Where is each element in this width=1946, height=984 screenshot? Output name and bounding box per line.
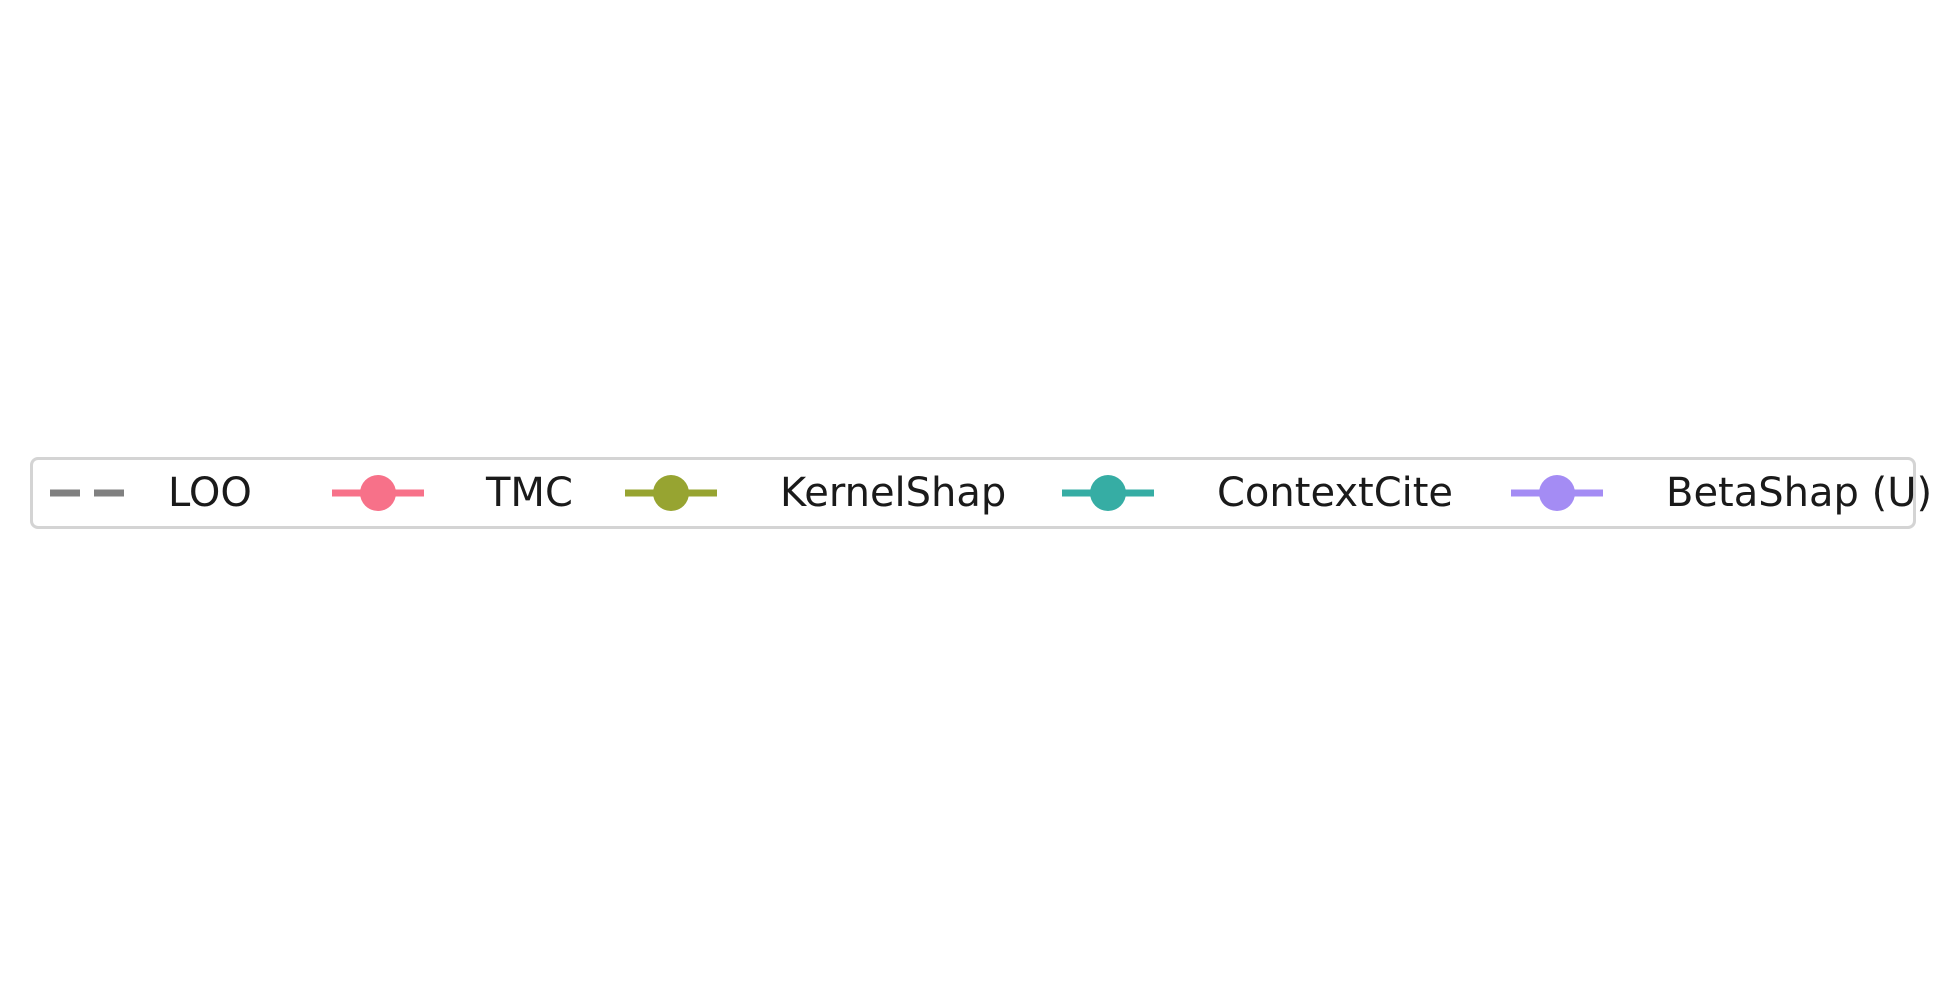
legend-swatch-tmc bbox=[332, 475, 424, 511]
legend-marker-betashap-u bbox=[1539, 475, 1575, 511]
legend-swatch-kernelshap bbox=[625, 475, 717, 511]
legend-marker-tmc bbox=[360, 475, 396, 511]
legend-marker-contextcite bbox=[1090, 475, 1126, 511]
legend-swatch-contextcite bbox=[1062, 475, 1154, 511]
legend-label-betashap-u: BetaShap (U) bbox=[1666, 470, 1933, 516]
legend-swatch-loo bbox=[50, 489, 126, 497]
legend-label-kernelshap: KernelShap bbox=[780, 470, 1007, 516]
legend-marker-kernelshap bbox=[653, 475, 689, 511]
legend-label-contextcite: ContextCite bbox=[1217, 470, 1454, 516]
legend: LOO TMC KernelShap ContextCite BetaShap … bbox=[30, 457, 1932, 529]
legend-label-loo: LOO bbox=[168, 470, 252, 516]
legend-swatch-betashap-u bbox=[1511, 475, 1603, 511]
legend-label-tmc: TMC bbox=[486, 470, 573, 516]
